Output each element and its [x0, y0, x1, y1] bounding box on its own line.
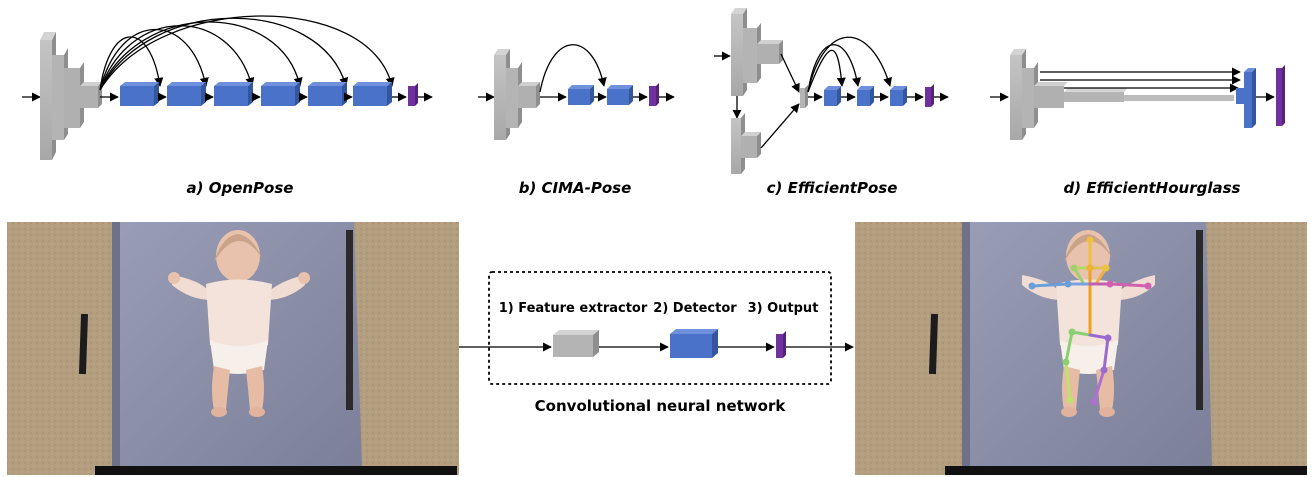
caption-cima-pose: b) CIMA-Pose	[519, 179, 632, 197]
efficientpose-diagram: c) EfficientPose	[714, 8, 949, 197]
label-detector: 2) Detector	[653, 301, 737, 316]
cima-feature-extractor	[494, 49, 540, 140]
efficientpose-high-res-extractor	[731, 8, 783, 96]
openpose-diagram: a) OpenPose	[22, 15, 433, 197]
efficientpose-low-res-extractor	[731, 113, 761, 174]
efficientpose-concat	[800, 85, 808, 108]
pipeline-detector-block	[670, 329, 718, 358]
cima-output	[649, 83, 659, 106]
cnn-pipeline: 1) Feature extractor 2) Detector 3) Outp…	[459, 271, 854, 415]
cima-pose-diagram: b) CIMA-Pose	[478, 44, 675, 197]
label-output: 3) Output	[748, 301, 819, 316]
label-feature-extractor: 1) Feature extractor	[499, 301, 648, 316]
caption-openpose: a) OpenPose	[187, 179, 294, 197]
openpose-feature-extractor	[40, 32, 102, 160]
openpose-stage-blocks	[120, 82, 392, 106]
efficientpose-stage-1	[824, 86, 841, 106]
caption-efficienthourglass: d) EfficientHourglass	[1064, 179, 1241, 197]
pipeline-feature-extractor-block	[553, 330, 599, 357]
efficientpose-output	[925, 84, 934, 107]
infant-input-photo	[7, 222, 459, 475]
label-cnn: Convolutional neural network	[535, 397, 787, 415]
infant-figure	[168, 230, 310, 417]
openpose-output	[408, 83, 418, 106]
hourglass-decoder	[1236, 68, 1256, 128]
efficientpose-stage-3	[890, 86, 907, 106]
efficienthourglass-diagram: d) EfficientHourglass	[990, 49, 1285, 197]
cima-stage-1	[568, 85, 594, 105]
pose-keypoints	[1028, 236, 1152, 406]
infant-pose-output-photo	[855, 222, 1307, 475]
hourglass-output	[1276, 65, 1285, 126]
cnn-dashed-box	[488, 271, 832, 385]
pipeline-output-block	[776, 331, 786, 358]
efficientpose-stage-2	[857, 86, 874, 106]
cima-stage-2	[607, 85, 633, 105]
hourglass-encoder	[1010, 49, 1234, 140]
caption-efficientpose: c) EfficientPose	[767, 179, 898, 197]
